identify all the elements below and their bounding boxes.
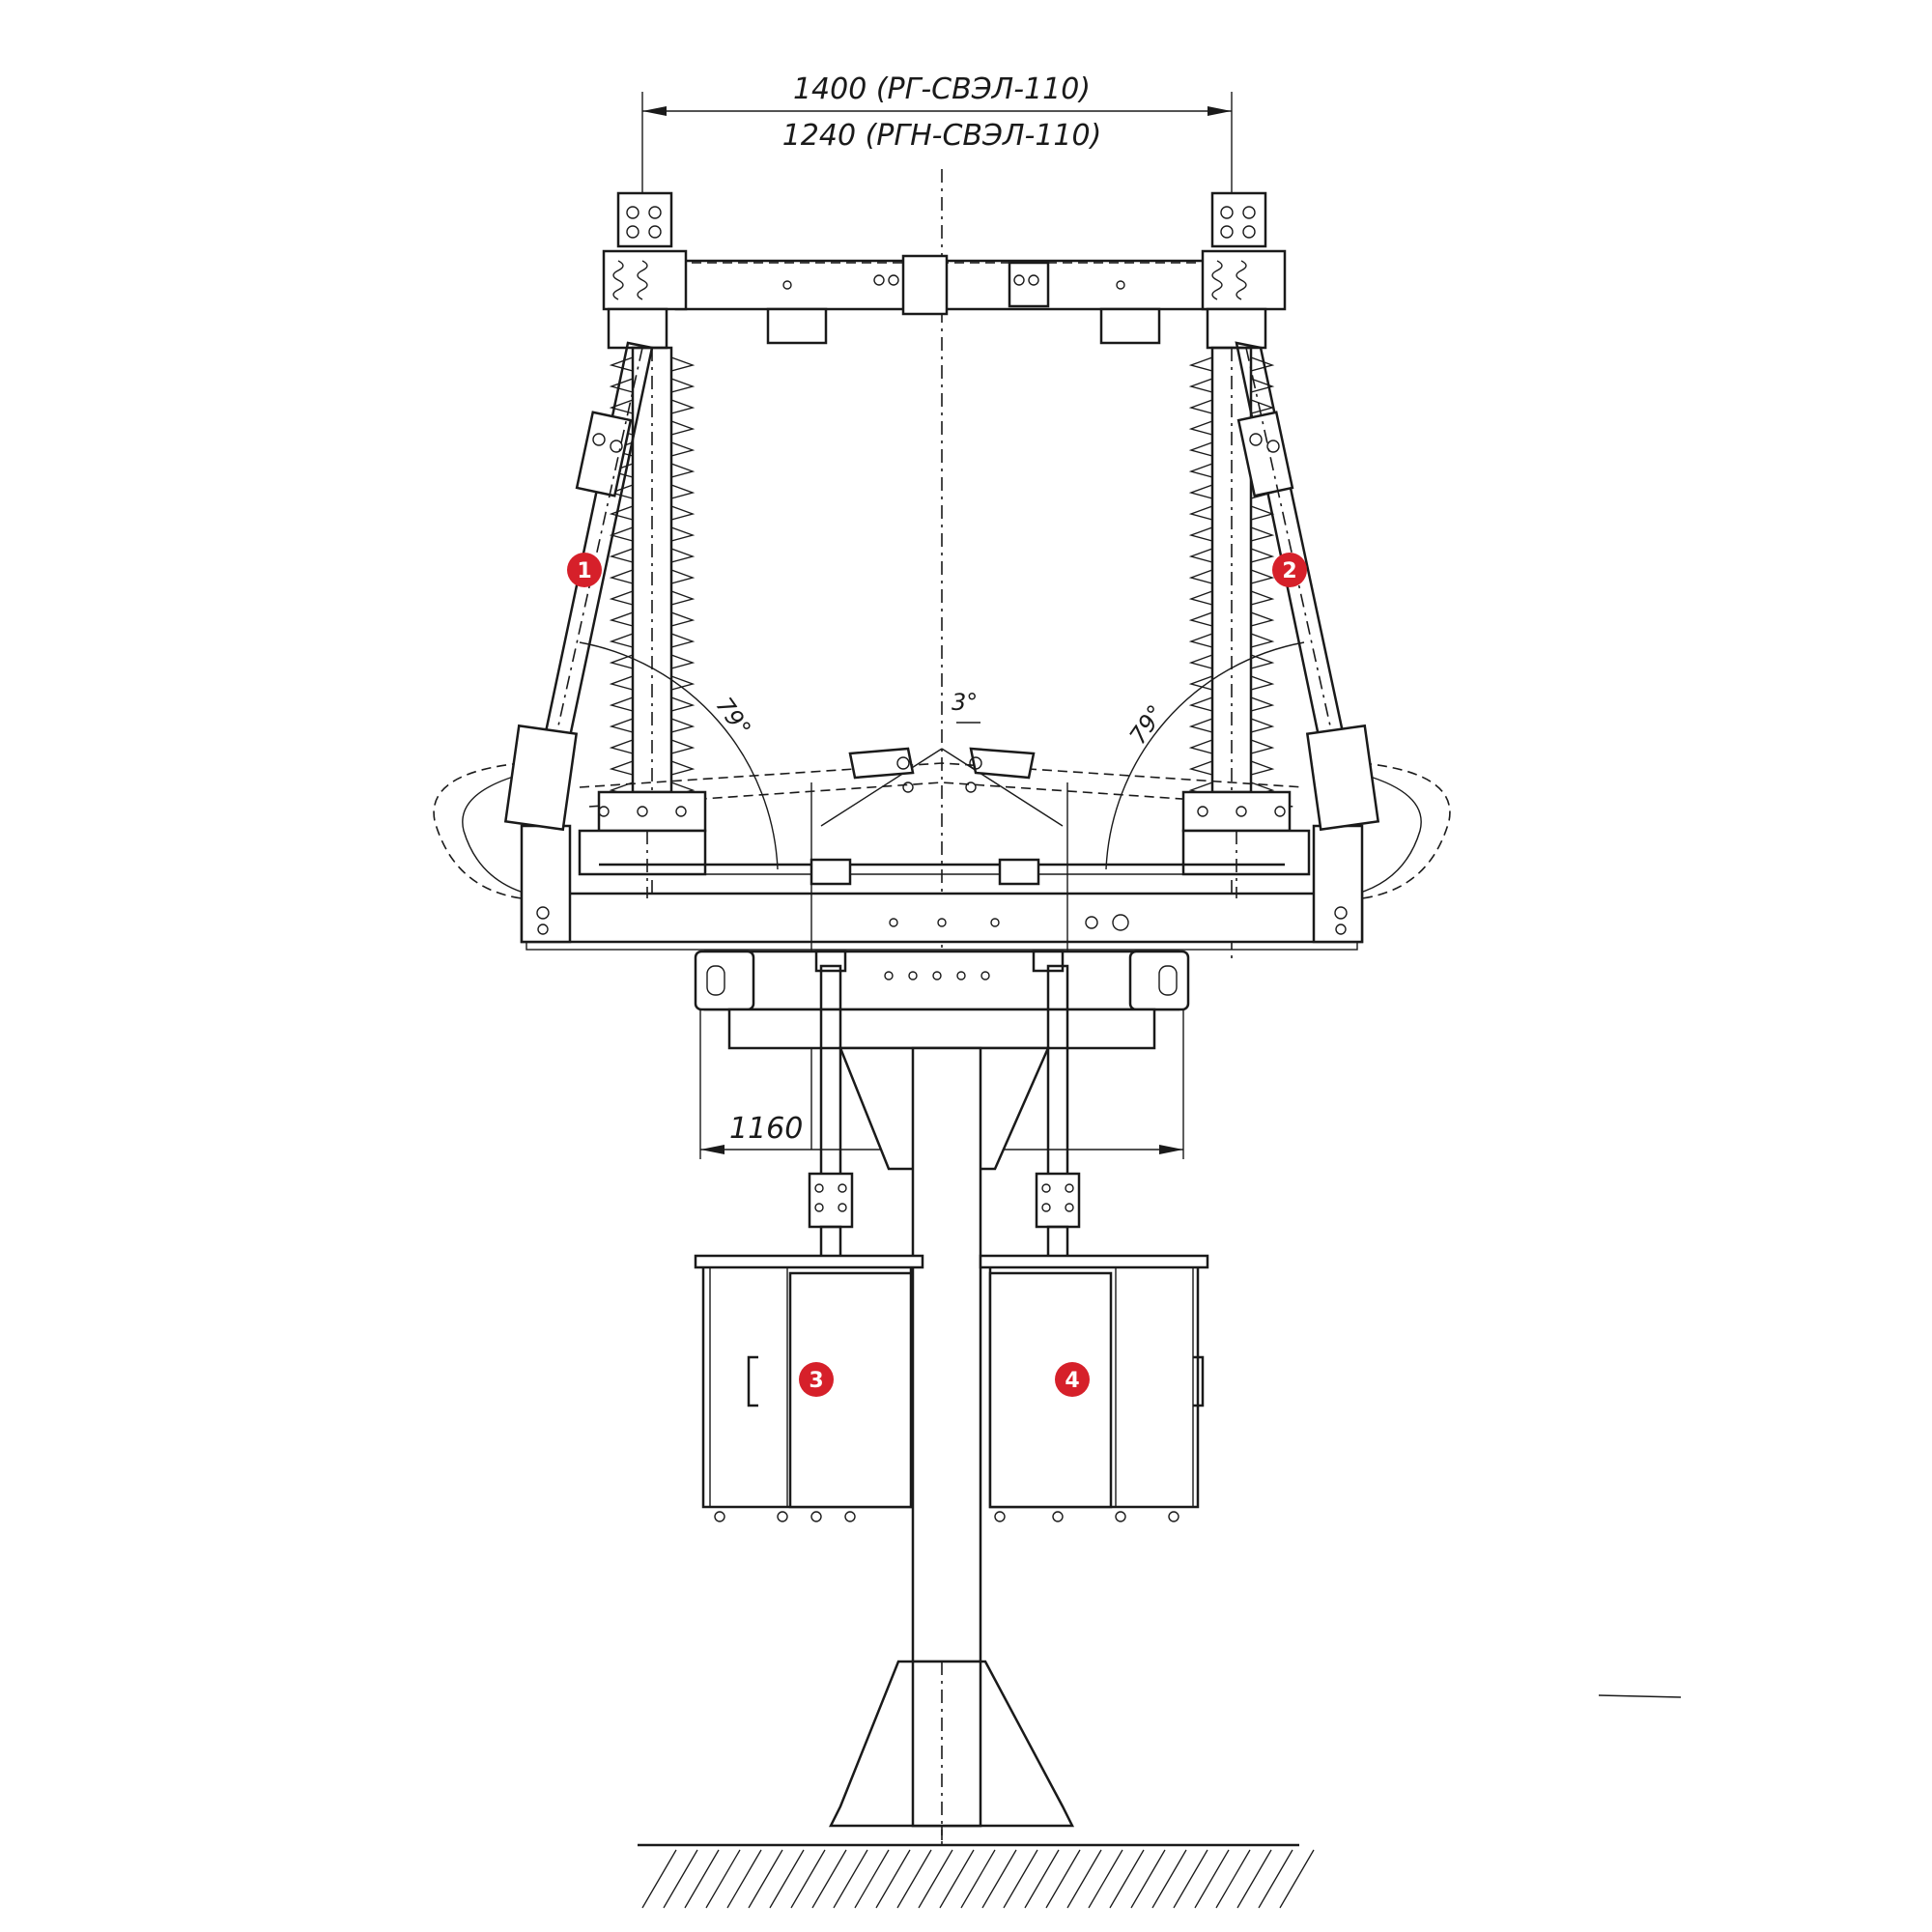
insulator-rib: [609, 760, 696, 776]
insulator-rib: [1188, 696, 1275, 712]
insulator-rib: [1188, 378, 1275, 393]
insulator-rib: [1188, 760, 1275, 776]
marker-2-label: 2: [1282, 559, 1296, 583]
support-pole: [828, 1046, 1075, 1840]
ground-hatch: [748, 1849, 783, 1909]
insulator-rib: [609, 611, 696, 627]
ground-hatch: [1151, 1849, 1187, 1909]
insulator-rib: [609, 356, 696, 372]
frame: [433, 724, 1451, 1150]
insulator-rib: [1188, 356, 1275, 372]
insulator-rib: [609, 399, 696, 414]
insulator-rib: [1188, 548, 1275, 563]
left-terminal: [602, 191, 688, 350]
support-head: [694, 950, 1190, 1159]
right-terminal: [1201, 191, 1287, 350]
ground-hatch: [854, 1849, 890, 1909]
marker-4: 4: [1055, 1362, 1090, 1397]
marker-1: 1: [567, 553, 602, 587]
insulator-rib: [1188, 654, 1275, 669]
dimension-label-rgn: 1240 (РГН-СВЭЛ-110): [782, 119, 1102, 153]
insulator-rib: [609, 633, 696, 648]
insulator-rib: [609, 739, 696, 754]
contact-bar: [674, 254, 1234, 345]
insulator-rib: [1188, 569, 1275, 584]
base-dimension: 1160: [700, 1112, 1183, 1154]
ground-hatch: [1109, 1849, 1145, 1909]
left-cabinet: [694, 1254, 924, 1522]
marker-3: 3: [799, 1362, 834, 1397]
insulator-rib: [609, 696, 696, 712]
ground-hatch: [641, 1849, 677, 1909]
ground-hatch: [1045, 1849, 1081, 1909]
insulator-rib: [609, 590, 696, 606]
insulator-rib: [609, 548, 696, 563]
ground: [638, 1843, 1315, 1909]
insulator-rib: [1188, 718, 1275, 733]
marker-2: 2: [1272, 553, 1307, 587]
ground-hatch: [833, 1849, 868, 1909]
insulator-rib: [609, 378, 696, 393]
insulator-rib: [1188, 590, 1275, 606]
top-dimension: 1400 (РГ-СВЭЛ-110) 1240 (РГН-СВЭЛ-110): [641, 72, 1233, 193]
ground-hatch: [1279, 1849, 1315, 1909]
ground-hatch: [1236, 1849, 1272, 1909]
ground-hatch: [1088, 1849, 1123, 1909]
ground-hatch: [981, 1849, 1017, 1909]
insulator-rib: [609, 654, 696, 669]
ground-hatch: [726, 1849, 762, 1909]
ground-hatch: [960, 1849, 996, 1909]
drive-shafts: [808, 964, 1081, 1267]
ground-hatch: [769, 1849, 805, 1909]
insulator-rib: [1188, 526, 1275, 542]
angle-right-label: 79°: [1124, 700, 1170, 750]
ground-hatch: [663, 1849, 698, 1909]
ground-hatch: [1194, 1849, 1230, 1909]
ground-hatch: [1130, 1849, 1166, 1909]
angle-left-label: 79°: [710, 693, 755, 742]
insulator-rib: [1188, 611, 1275, 627]
ground-hatch: [684, 1849, 720, 1909]
ground-hatch: [1066, 1849, 1102, 1909]
ground-hatch: [918, 1849, 953, 1909]
ground-hatch: [1173, 1849, 1208, 1909]
marker-3-label: 3: [809, 1369, 823, 1393]
insulator-rib: [1188, 675, 1275, 691]
dimension-label-rg: 1400 (РГ-СВЭЛ-110): [793, 72, 1091, 106]
insulator-rib: [609, 569, 696, 584]
insulator-rib: [1188, 633, 1275, 648]
marker-1-label: 1: [577, 559, 591, 583]
marker-4-label: 4: [1065, 1369, 1079, 1393]
insulator-rib: [1188, 739, 1275, 754]
left-drive-rod: [534, 341, 654, 784]
ground-hatch: [1258, 1849, 1293, 1909]
insulator-rib: [609, 526, 696, 542]
ground-hatch: [896, 1849, 932, 1909]
insulator-rib: [609, 675, 696, 691]
right-cabinet: [979, 1254, 1209, 1522]
ground-hatch: [939, 1849, 975, 1909]
ground-hatch: [1215, 1849, 1251, 1909]
ground-hatch: [875, 1849, 911, 1909]
insulator-rib: [609, 718, 696, 733]
ground-hatch: [705, 1849, 741, 1909]
insulator-rib: [609, 505, 696, 521]
ground-hatch: [1024, 1849, 1060, 1909]
ground-hatch: [1003, 1849, 1038, 1909]
angle-center-label: 3°: [952, 689, 978, 716]
blades: [579, 747, 1305, 808]
base-dimension-label: 1160: [729, 1112, 803, 1146]
ground-hatch: [811, 1849, 847, 1909]
ground-hatch: [790, 1849, 826, 1909]
